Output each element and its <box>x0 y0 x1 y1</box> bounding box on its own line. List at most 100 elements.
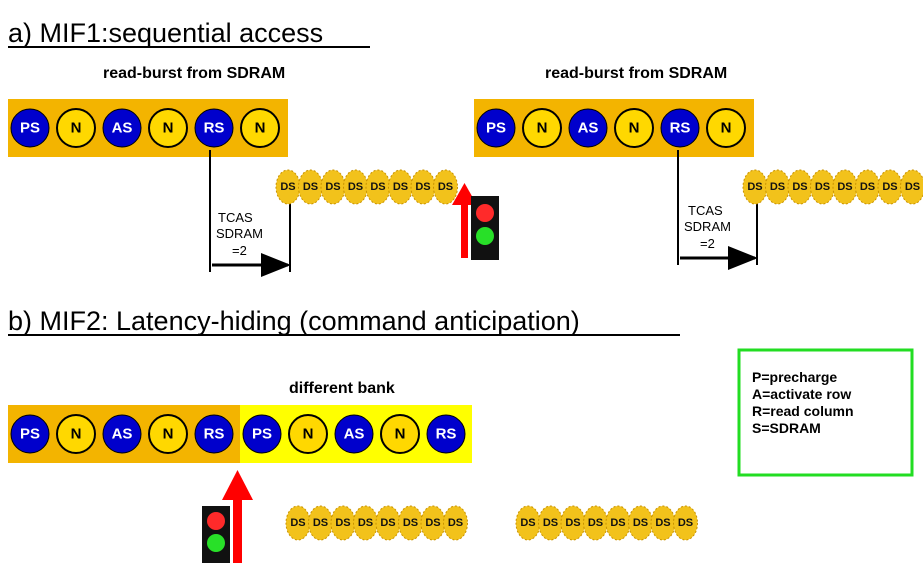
data-beat-label: DS <box>905 181 920 193</box>
data-beat-label: DS <box>770 181 785 193</box>
token-label: PS <box>252 426 272 443</box>
data-beat-label: DS <box>860 181 875 193</box>
token-label: N <box>71 426 82 443</box>
token-label: RS <box>204 426 225 443</box>
data-beat-label: DS <box>837 181 852 193</box>
token-label: RS <box>436 426 457 443</box>
token-label: PS <box>20 120 40 137</box>
svg-text:TCAS: TCAS <box>688 203 723 218</box>
nop-token <box>240 108 280 148</box>
nop-token <box>56 414 96 454</box>
token-row-a-right: PS N AS N RS N <box>476 108 746 148</box>
nop-token <box>614 108 654 148</box>
token-row-b-first: PS N AS N RS <box>10 414 234 454</box>
data-beat-label: DS <box>348 181 363 193</box>
data-beat-label: DS <box>280 181 295 193</box>
nop-token <box>148 414 188 454</box>
traffic-light-green-b <box>207 534 225 552</box>
token-label: N <box>395 426 406 443</box>
data-beat <box>433 169 458 205</box>
svg-text:=2: =2 <box>700 236 715 251</box>
data-beat-label: DS <box>303 181 318 193</box>
command-token <box>334 414 374 454</box>
data-beat-label: DS <box>448 517 463 529</box>
token-label: AS <box>578 120 599 137</box>
data-beat-label: DS <box>610 517 625 529</box>
legend-line: R=read column <box>752 403 854 419</box>
data-beat-label: DS <box>290 517 305 529</box>
data-beat-label: DS <box>403 517 418 529</box>
data-beat-label: DS <box>325 181 340 193</box>
token-label: RS <box>204 120 225 137</box>
stall-indicator-b <box>202 470 253 563</box>
svg-text:=2: =2 <box>232 243 247 258</box>
token-label: N <box>163 120 174 137</box>
data-beat-label: DS <box>438 181 453 193</box>
token-label: N <box>537 120 548 137</box>
legend-line: S=SDRAM <box>752 420 821 436</box>
traffic-light-red <box>476 204 494 222</box>
data-beat-label: DS <box>882 181 897 193</box>
command-token <box>102 414 142 454</box>
data-beat-label: DS <box>565 517 580 529</box>
command-token <box>660 108 700 148</box>
data-beat-label: DS <box>678 517 693 529</box>
token-label: N <box>629 120 640 137</box>
command-token <box>194 414 234 454</box>
token-label: RS <box>670 120 691 137</box>
data-beat-label: DS <box>425 517 440 529</box>
token-label: AS <box>344 426 365 443</box>
token-label: N <box>255 120 266 137</box>
command-token <box>10 108 50 148</box>
token-label: N <box>163 426 174 443</box>
token-label: PS <box>20 426 40 443</box>
token-label: N <box>303 426 314 443</box>
data-beat <box>443 505 468 541</box>
legend-line: A=activate row <box>752 386 851 402</box>
data-beat-label: DS <box>655 517 670 529</box>
traffic-light-green <box>476 227 494 245</box>
data-beat-label: DS <box>792 181 807 193</box>
data-beat <box>673 505 698 541</box>
svg-text:TCAS: TCAS <box>218 210 253 225</box>
nop-token <box>148 108 188 148</box>
nop-token <box>706 108 746 148</box>
token-label: PS <box>486 120 506 137</box>
tcas-label-left: TCAS SDRAM =2 <box>216 210 263 258</box>
command-token <box>568 108 608 148</box>
command-token <box>476 108 516 148</box>
data-beat-label: DS <box>633 517 648 529</box>
command-token <box>194 108 234 148</box>
nop-token <box>522 108 562 148</box>
tcas-label-right: TCAS SDRAM =2 <box>684 203 731 251</box>
red-arrow-shaft-b <box>233 495 242 563</box>
data-beat-label: DS <box>380 517 395 529</box>
data-beat-label: DS <box>370 181 385 193</box>
data-beat-label: DS <box>393 181 408 193</box>
traffic-light-red-b <box>207 512 225 530</box>
red-arrow-shaft <box>461 200 468 258</box>
stall-indicator-a <box>452 183 499 260</box>
different-bank-label: different bank <box>289 380 395 397</box>
nop-token <box>288 414 328 454</box>
svg-text:SDRAM: SDRAM <box>684 219 731 234</box>
data-beat-label: DS <box>543 517 558 529</box>
nop-token <box>380 414 420 454</box>
svg-text:SDRAM: SDRAM <box>216 226 263 241</box>
legend-box: P=precharge A=activate row R=read column… <box>737 348 914 477</box>
read-burst-label-right: read-burst from SDRAM <box>545 65 727 82</box>
data-beat <box>900 169 923 205</box>
legend-line: P=precharge <box>752 369 837 385</box>
red-arrow-head-b <box>222 470 253 500</box>
data-beat-label: DS <box>815 181 830 193</box>
data-beat-label: DS <box>335 517 350 529</box>
command-token <box>426 414 466 454</box>
command-token <box>242 414 282 454</box>
token-label: AS <box>112 426 133 443</box>
token-label: N <box>721 120 732 137</box>
